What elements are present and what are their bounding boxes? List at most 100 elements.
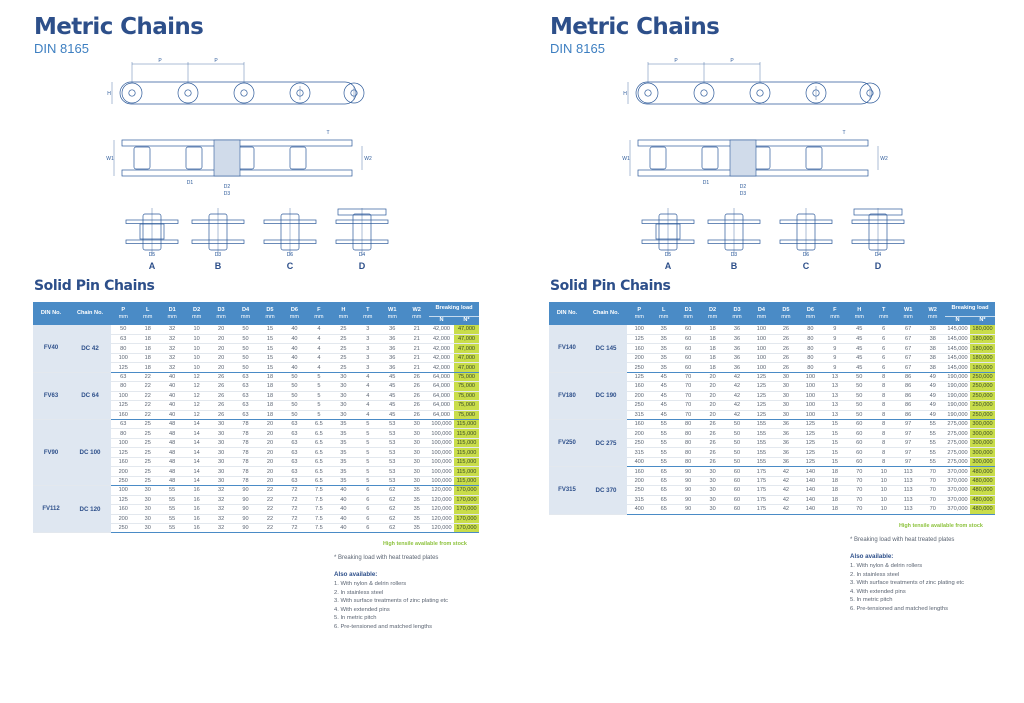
table-cell: 315 bbox=[627, 410, 652, 421]
table-cell: 21 bbox=[404, 325, 429, 335]
table-cell: 80 bbox=[798, 353, 823, 364]
table-cell: 80 bbox=[798, 362, 823, 373]
table-cell: 18 bbox=[700, 362, 725, 373]
table-cell: 64,000 bbox=[429, 372, 454, 383]
table-cell: 100,000 bbox=[429, 438, 454, 449]
table-cell: 40 bbox=[159, 410, 185, 421]
dim-label: D4 bbox=[359, 252, 366, 258]
breaking-load-star-cell: 47,000 bbox=[454, 343, 479, 354]
also-available-title: Also available: bbox=[850, 553, 894, 560]
table-cell: 175 bbox=[749, 485, 774, 496]
table-cell: 63 bbox=[282, 438, 307, 449]
also-available-item: 1. With nylon & delrin rollers bbox=[850, 563, 923, 569]
table-cell: 35 bbox=[651, 334, 676, 345]
chain-no-cell: DC 64 bbox=[69, 372, 111, 421]
table-cell: 15 bbox=[822, 438, 848, 449]
table-cell: 12 bbox=[184, 381, 209, 392]
table-cell: 14 bbox=[184, 419, 209, 430]
table-cell: 100 bbox=[798, 400, 823, 411]
table-cell: 50 bbox=[233, 353, 258, 364]
table-cell: 15 bbox=[822, 447, 848, 458]
table-cell: 63 bbox=[233, 372, 258, 383]
table-cell: 70 bbox=[920, 466, 945, 477]
table-cell: 55 bbox=[159, 504, 185, 515]
table-cell: 50 bbox=[847, 410, 872, 421]
table-cell: 40 bbox=[282, 343, 307, 354]
table-cell: 22 bbox=[257, 514, 283, 525]
table-cell: 78 bbox=[233, 466, 258, 477]
table-cell: 36 bbox=[773, 419, 799, 430]
table-cell: 35 bbox=[404, 495, 429, 506]
table-cell: 5 bbox=[355, 466, 381, 477]
table-cell: 40 bbox=[159, 372, 185, 383]
header-breaking-load: Breaking load bbox=[429, 302, 479, 317]
header-dim-label: W1 bbox=[903, 306, 913, 313]
table-cell: 55 bbox=[651, 447, 676, 458]
table-cell: 10 bbox=[871, 495, 896, 506]
table-cell: 160 bbox=[627, 466, 652, 477]
table-cell: 48 bbox=[159, 466, 185, 477]
also-available-list: 1. With nylon & delrin rollers 2. In sta… bbox=[334, 580, 448, 632]
table-cell: 6 bbox=[871, 362, 896, 373]
table-cell: 30 bbox=[208, 447, 234, 458]
table-cell: 3 bbox=[355, 334, 381, 345]
table-cell: 30 bbox=[700, 476, 725, 487]
table-cell: 15 bbox=[257, 325, 283, 335]
table-cell: 125 bbox=[111, 400, 136, 411]
table-cell: 36 bbox=[773, 438, 799, 449]
table-cell: 50 bbox=[233, 334, 258, 345]
table-cell: 70 bbox=[675, 410, 701, 421]
table-cell: 22 bbox=[135, 391, 160, 402]
table-cell: 55 bbox=[920, 419, 945, 430]
table-cell: 63 bbox=[282, 476, 307, 487]
table-cell: 78 bbox=[233, 419, 258, 430]
table-cell: 70 bbox=[847, 495, 872, 506]
table-cell: 63 bbox=[282, 457, 307, 468]
table-cell: 49 bbox=[920, 410, 945, 421]
page-title: Metric Chains bbox=[550, 14, 720, 40]
table-cell: 97 bbox=[895, 419, 921, 430]
table-cell: 18 bbox=[135, 362, 160, 373]
table-cell: 45 bbox=[380, 372, 405, 383]
table-cell: 40 bbox=[331, 504, 356, 515]
table-cell: 55 bbox=[159, 485, 185, 496]
header-dim-unit: mm bbox=[265, 313, 275, 320]
breaking-load-star-cell: 250,000 bbox=[970, 410, 995, 421]
breaking-load-star-cell: 75,000 bbox=[454, 400, 479, 411]
table-cell: 190,000 bbox=[945, 372, 970, 383]
breaking-load-star-cell: 170,000 bbox=[454, 523, 479, 534]
table-cell: 12 bbox=[184, 391, 209, 402]
table-cell: 63 bbox=[282, 419, 307, 430]
table-cell: 160 bbox=[111, 457, 136, 468]
table-cell: 20 bbox=[208, 325, 234, 335]
table-cell: 26 bbox=[773, 343, 799, 354]
table-cell: 113 bbox=[895, 485, 921, 496]
table-cell: 45 bbox=[651, 410, 676, 421]
dim-label-p: P bbox=[730, 58, 734, 64]
table-cell: 113 bbox=[895, 495, 921, 506]
table-cell: 70 bbox=[847, 476, 872, 487]
table-cell: 36 bbox=[380, 353, 405, 364]
table-cell: 250 bbox=[111, 476, 136, 487]
table-cell: 60 bbox=[847, 457, 872, 468]
table-cell: 80 bbox=[675, 457, 701, 468]
table-cell: 9 bbox=[822, 325, 848, 335]
table-cell: 64,000 bbox=[429, 410, 454, 421]
table-cell: 9 bbox=[822, 353, 848, 364]
header-dim-label: H bbox=[341, 306, 346, 313]
table-cell: 26 bbox=[773, 362, 799, 373]
table-cell: 60 bbox=[675, 362, 701, 373]
